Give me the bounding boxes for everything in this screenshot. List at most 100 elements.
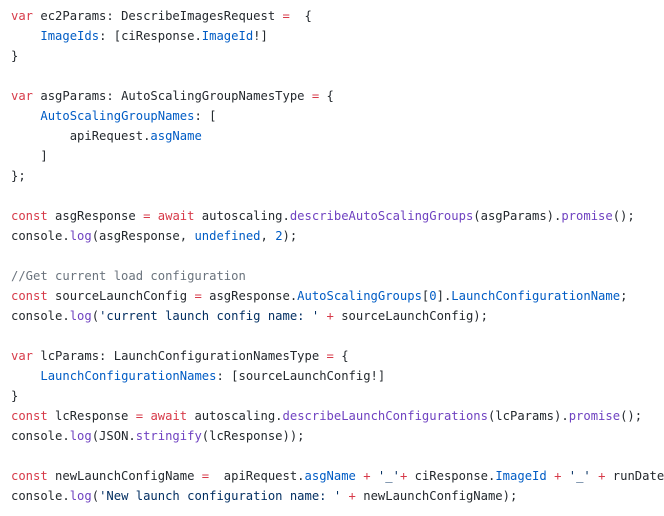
code-token-punct: ();: [620, 409, 643, 423]
code-token-punct: (: [91, 309, 100, 323]
code-token-ident: (asgParams).: [473, 209, 562, 223]
code-token-keyword: +: [363, 469, 371, 483]
code-token-ident: newLaunchConfigName: [47, 469, 202, 483]
code-token-function: stringify: [135, 429, 202, 443]
code-token-keyword: =: [143, 209, 151, 223]
code-line: [11, 326, 664, 346]
code-token-comment: //Get current load configuration: [11, 269, 246, 283]
code-line: }: [11, 386, 664, 406]
code-token-ident: asgParams: AutoScalingGroupNamesType: [33, 89, 312, 103]
code-token-number: undefined: [194, 229, 261, 243]
code-token-keyword: =: [311, 89, 320, 103]
code-token-punct: ();: [612, 209, 635, 223]
code-token-function: log: [69, 309, 92, 323]
code-token-ident: console.: [11, 489, 70, 503]
code-token-ident: ec2Params: DescribeImagesRequest: [33, 9, 283, 23]
code-token-keyword: var: [11, 89, 34, 103]
code-token-punct: ].: [436, 289, 452, 303]
code-line: ImageIds: [ciResponse.ImageId!]: [11, 26, 664, 46]
code-token-number: 2: [275, 229, 283, 243]
code-line: console.log('New launch configuration na…: [11, 486, 664, 506]
code-token-function: promise: [561, 209, 613, 223]
code-token-ident: lcParams: LaunchConfigurationNamesType: [33, 349, 327, 363]
code-line: //Get current load configuration: [11, 266, 664, 286]
code-token-keyword: +: [399, 469, 408, 483]
code-line: };: [11, 166, 664, 186]
code-token-number: 0: [429, 289, 437, 303]
code-token-ident: apiRequest.: [11, 129, 151, 143]
code-token-space: [561, 469, 568, 483]
code-token-keyword: const: [11, 209, 48, 223]
code-token-keyword: var: [11, 349, 34, 363]
code-line: apiRequest.asgName: [11, 126, 664, 146]
code-token-keyword: =: [282, 9, 290, 23]
code-token-keyword: await: [150, 409, 188, 423]
code-token-keyword: var: [11, 9, 34, 23]
code-token-punct: }: [11, 389, 19, 403]
code-token-ident: sourceLaunchConfig);: [333, 309, 488, 323]
code-token-ident: autoscaling.: [187, 409, 283, 423]
code-token-ident: (JSON.: [91, 429, 136, 443]
code-token-punct: {: [289, 9, 312, 23]
code-token-space: [591, 469, 598, 483]
code-token-keyword: const: [11, 289, 48, 303]
code-token-keyword: +: [554, 469, 562, 483]
code-token-string: '_': [377, 469, 400, 483]
code-token-ident: console.: [11, 429, 70, 443]
code-token-property: asgName: [304, 469, 356, 483]
code-token-ident: autoscaling.: [194, 209, 290, 223]
code-token-space: [547, 469, 554, 483]
code-token-ident: runDate;: [612, 469, 664, 483]
code-token-punct: : [: [194, 109, 217, 123]
code-token-punct: (: [91, 489, 100, 503]
code-token-keyword: +: [348, 489, 356, 503]
code-line: var asgParams: AutoScalingGroupNamesType…: [11, 86, 664, 106]
code-token-keyword: +: [326, 309, 334, 323]
code-token-ident: console.: [11, 309, 70, 323]
code-line: [11, 186, 664, 206]
code-token-keyword: =: [194, 289, 202, 303]
code-token-property: asgName: [150, 129, 202, 143]
code-token-ident: (lcParams).: [487, 409, 569, 423]
code-line: AutoScalingGroupNames: [: [11, 106, 664, 126]
code-token-keyword: +: [598, 469, 606, 483]
code-token-punct: ]: [11, 149, 48, 163]
code-token-property: ImageId: [201, 29, 254, 43]
code-token-punct: {: [319, 89, 334, 103]
code-token-ident: lcResponse: [47, 409, 136, 423]
code-token-ident: : [sourceLaunchConfig!]: [216, 369, 386, 383]
code-line: const newLaunchConfigName = apiRequest.a…: [11, 466, 664, 486]
code-line: const sourceLaunchConfig = asgResponse.A…: [11, 286, 664, 306]
code-token-punct: );: [282, 229, 298, 243]
code-line: [11, 246, 664, 266]
code-token-ident: newLaunchConfigName);: [355, 489, 518, 503]
code-block: var ec2Params: DescribeImagesRequest = {…: [11, 6, 664, 516]
code-token-ident: (lcResponse));: [201, 429, 305, 443]
code-token-string: 'New launch configuration name: ': [99, 489, 342, 503]
code-token-string: '_': [568, 469, 591, 483]
code-token-property: AutoScalingGroups: [297, 289, 422, 303]
code-line: }: [11, 46, 664, 66]
code-line: var lcParams: LaunchConfigurationNamesTy…: [11, 346, 664, 366]
code-token-space: [150, 209, 157, 223]
code-token-ident: asgResponse: [47, 209, 144, 223]
code-token-function: log: [69, 429, 92, 443]
code-token-space: [341, 489, 348, 503]
code-line: console.log('current launch config name:…: [11, 306, 664, 326]
code-token-property: ImageIds: [40, 29, 100, 43]
code-token-keyword: await: [157, 209, 195, 223]
code-token-space: [371, 469, 378, 483]
code-line: [11, 446, 664, 466]
code-token-ident: sourceLaunchConfig: [47, 289, 195, 303]
code-line: ]: [11, 146, 664, 166]
code-token-ident: (asgResponse,: [91, 229, 195, 243]
code-token-ident: asgResponse.: [201, 289, 298, 303]
code-line: const asgResponse = await autoscaling.de…: [11, 206, 664, 226]
code-token-property: LaunchConfigurationName: [451, 289, 621, 303]
code-token-punct: ,: [260, 229, 276, 243]
code-token-property: ImageId: [495, 469, 547, 483]
code-line: var ec2Params: DescribeImagesRequest = {: [11, 6, 664, 26]
code-token-punct: {: [333, 349, 349, 363]
code-token-keyword: =: [135, 409, 144, 423]
code-token-string: 'current launch config name: ': [99, 309, 320, 323]
